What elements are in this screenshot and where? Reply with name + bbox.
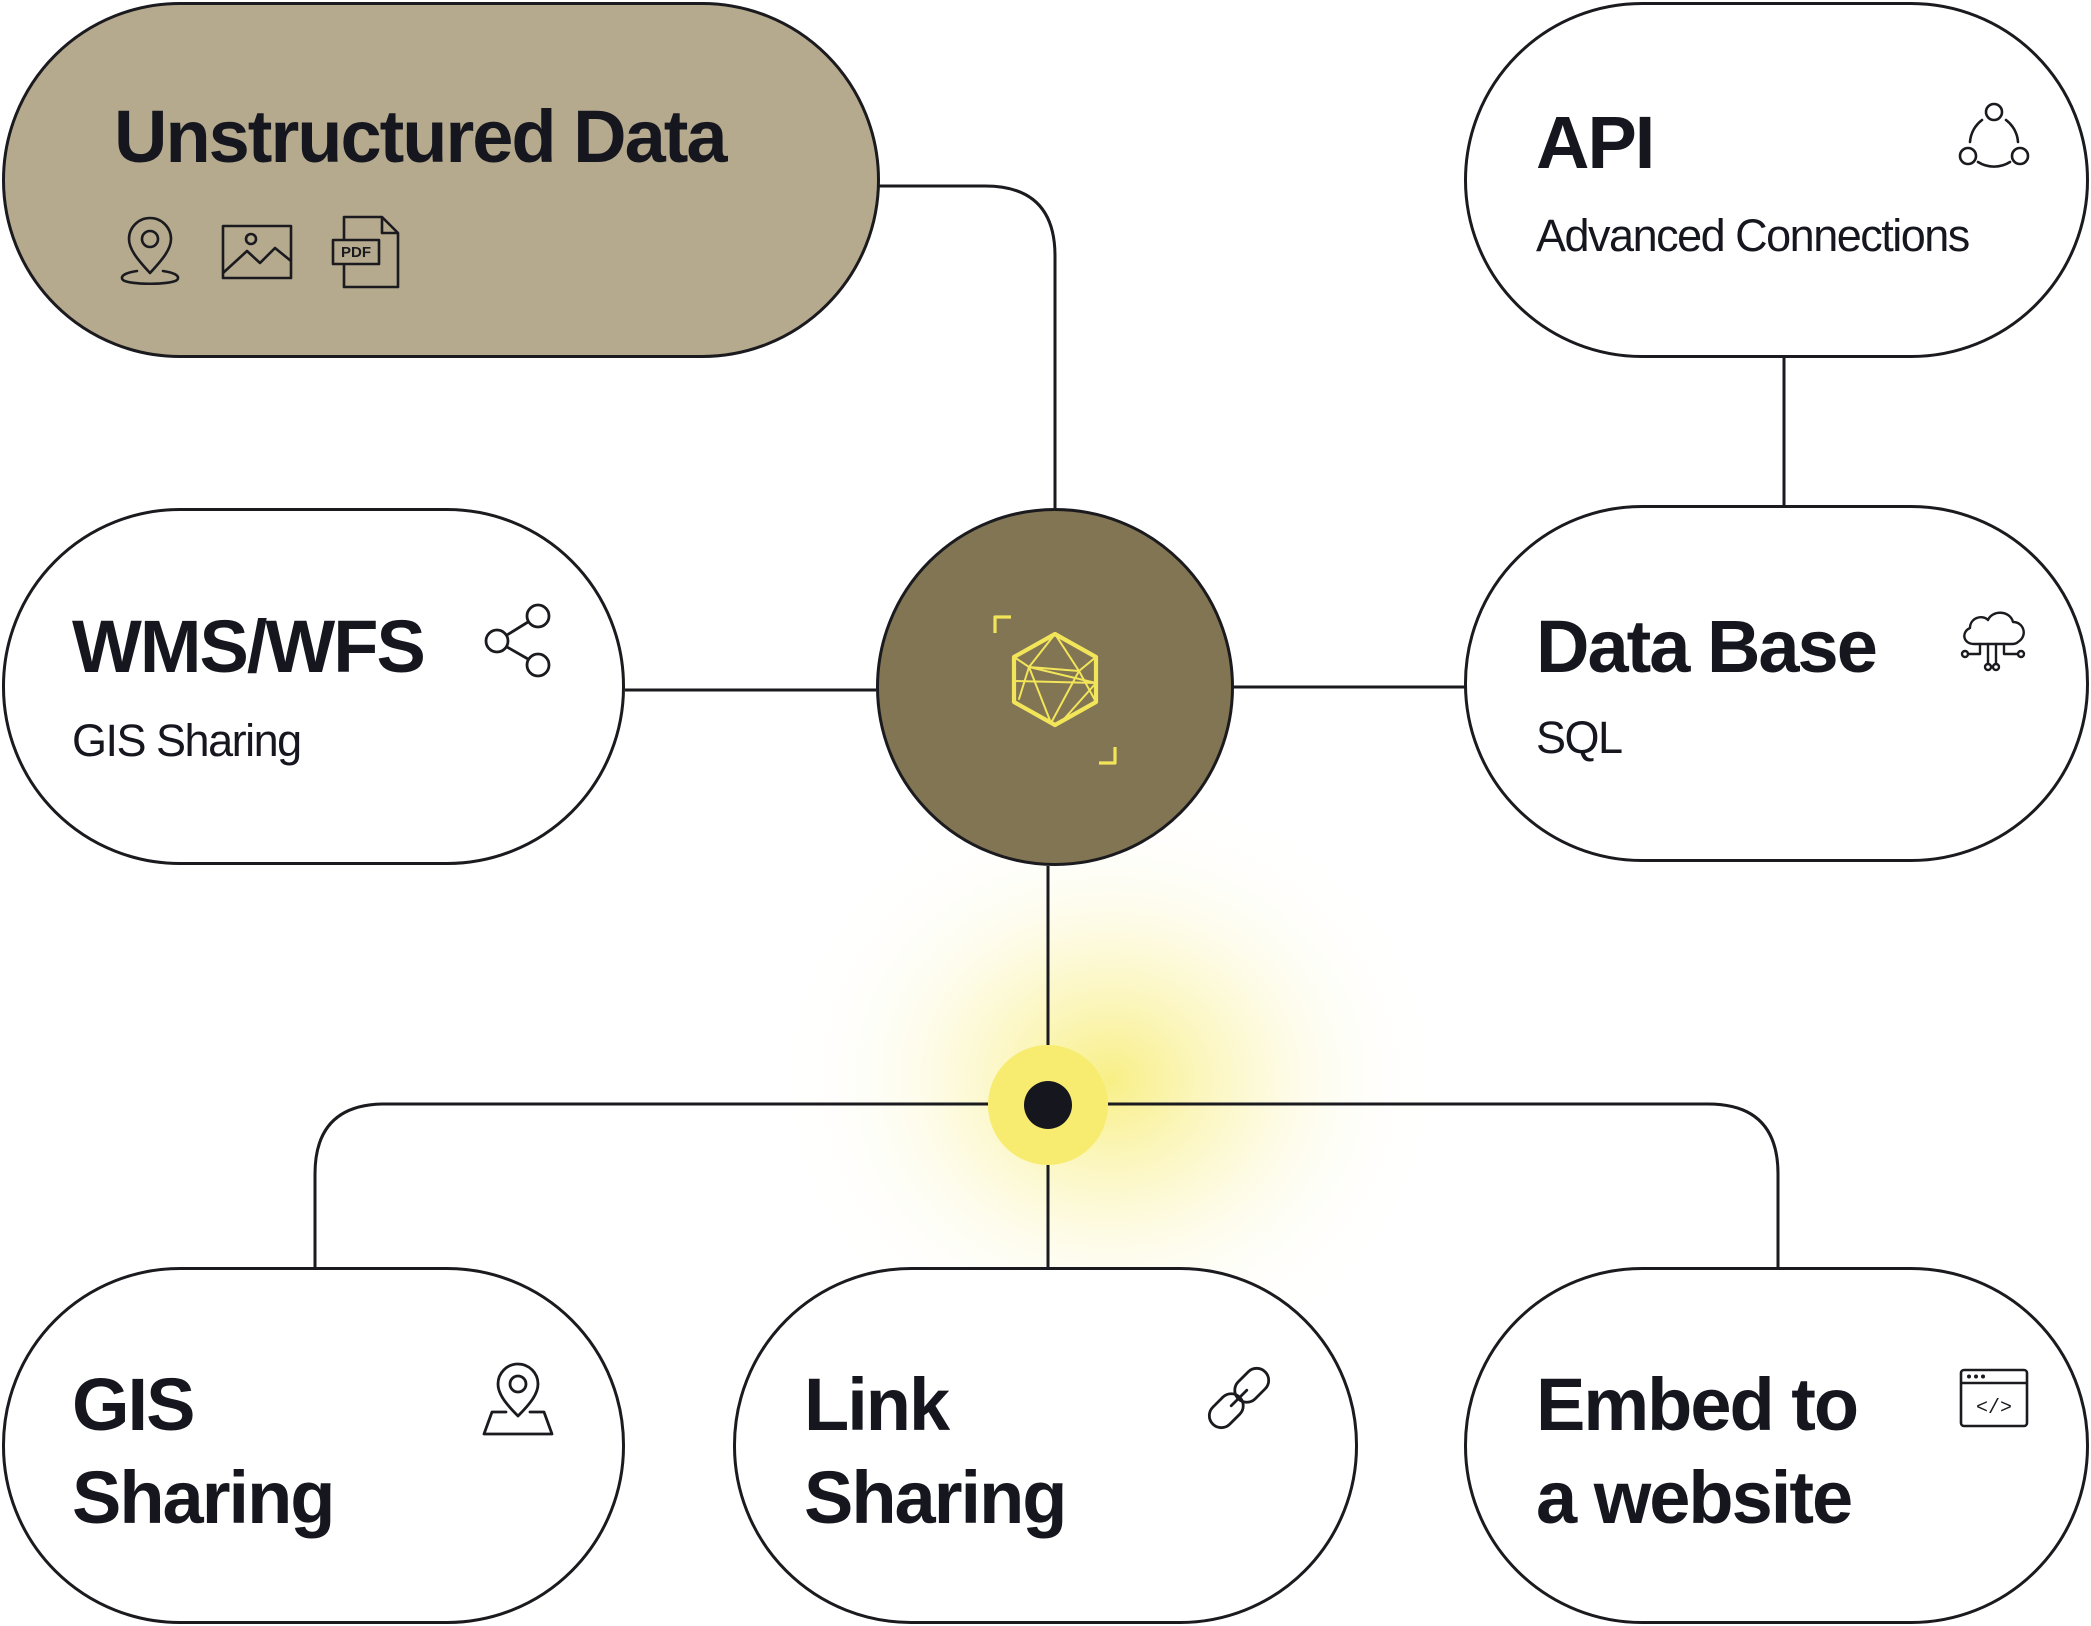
connections-cycle-icon (1956, 98, 2032, 174)
api-title: API (1536, 101, 1655, 184)
database-subtitle: SQL (1536, 712, 1623, 763)
svg-text:PDF: PDF (341, 244, 371, 261)
map-pin-icon (480, 1360, 556, 1438)
wms-wfs-subtitle: GIS Sharing (72, 715, 302, 766)
connector-junction-to-gis (313, 1102, 988, 1267)
connector-junction-to-embed (1108, 1102, 1780, 1267)
gis-sharing-title-line2: Sharing (72, 1456, 335, 1539)
cloud-network-icon (1958, 606, 2030, 674)
highlight-glow (770, 780, 1450, 1380)
database-title: Data Base (1536, 605, 1878, 688)
gis-sharing-title-line1: GIS (72, 1363, 195, 1446)
central-hub[interactable] (876, 508, 1234, 866)
embed-website-card[interactable] (1464, 1267, 2089, 1624)
junction-core (1024, 1081, 1072, 1129)
hexagon-network-scan-icon (993, 615, 1117, 765)
link-sharing-title-line1: Link (804, 1363, 950, 1446)
share-icon (482, 602, 554, 678)
junction-node (988, 1045, 1108, 1165)
link-sharing-title-line2: Sharing (804, 1456, 1067, 1539)
embed-website-title-line1: Embed to (1536, 1363, 1859, 1446)
api-card[interactable] (1464, 2, 2089, 358)
pdf-file-icon: PDF (330, 214, 402, 290)
wms-wfs-title: WMS/WFS (72, 605, 426, 688)
connector-unstructured-to-hub (878, 184, 1057, 508)
unstructured-data-card[interactable] (2, 2, 880, 358)
api-subtitle: Advanced Connections (1536, 210, 1970, 261)
wms-wfs-card[interactable] (2, 508, 625, 865)
link-sharing-card[interactable] (733, 1267, 1358, 1624)
embed-website-title-line2: a website (1536, 1456, 1853, 1539)
chain-link-icon (1200, 1360, 1278, 1436)
gis-sharing-card[interactable] (2, 1267, 625, 1624)
map-pin-icon (115, 215, 185, 287)
code-window-icon: </> (1958, 1367, 2030, 1429)
image-icon (220, 223, 294, 281)
svg-text:</>: </> (1976, 1397, 2012, 1420)
database-card[interactable] (1464, 505, 2089, 862)
unstructured-data-title: Unstructured Data (114, 95, 728, 178)
